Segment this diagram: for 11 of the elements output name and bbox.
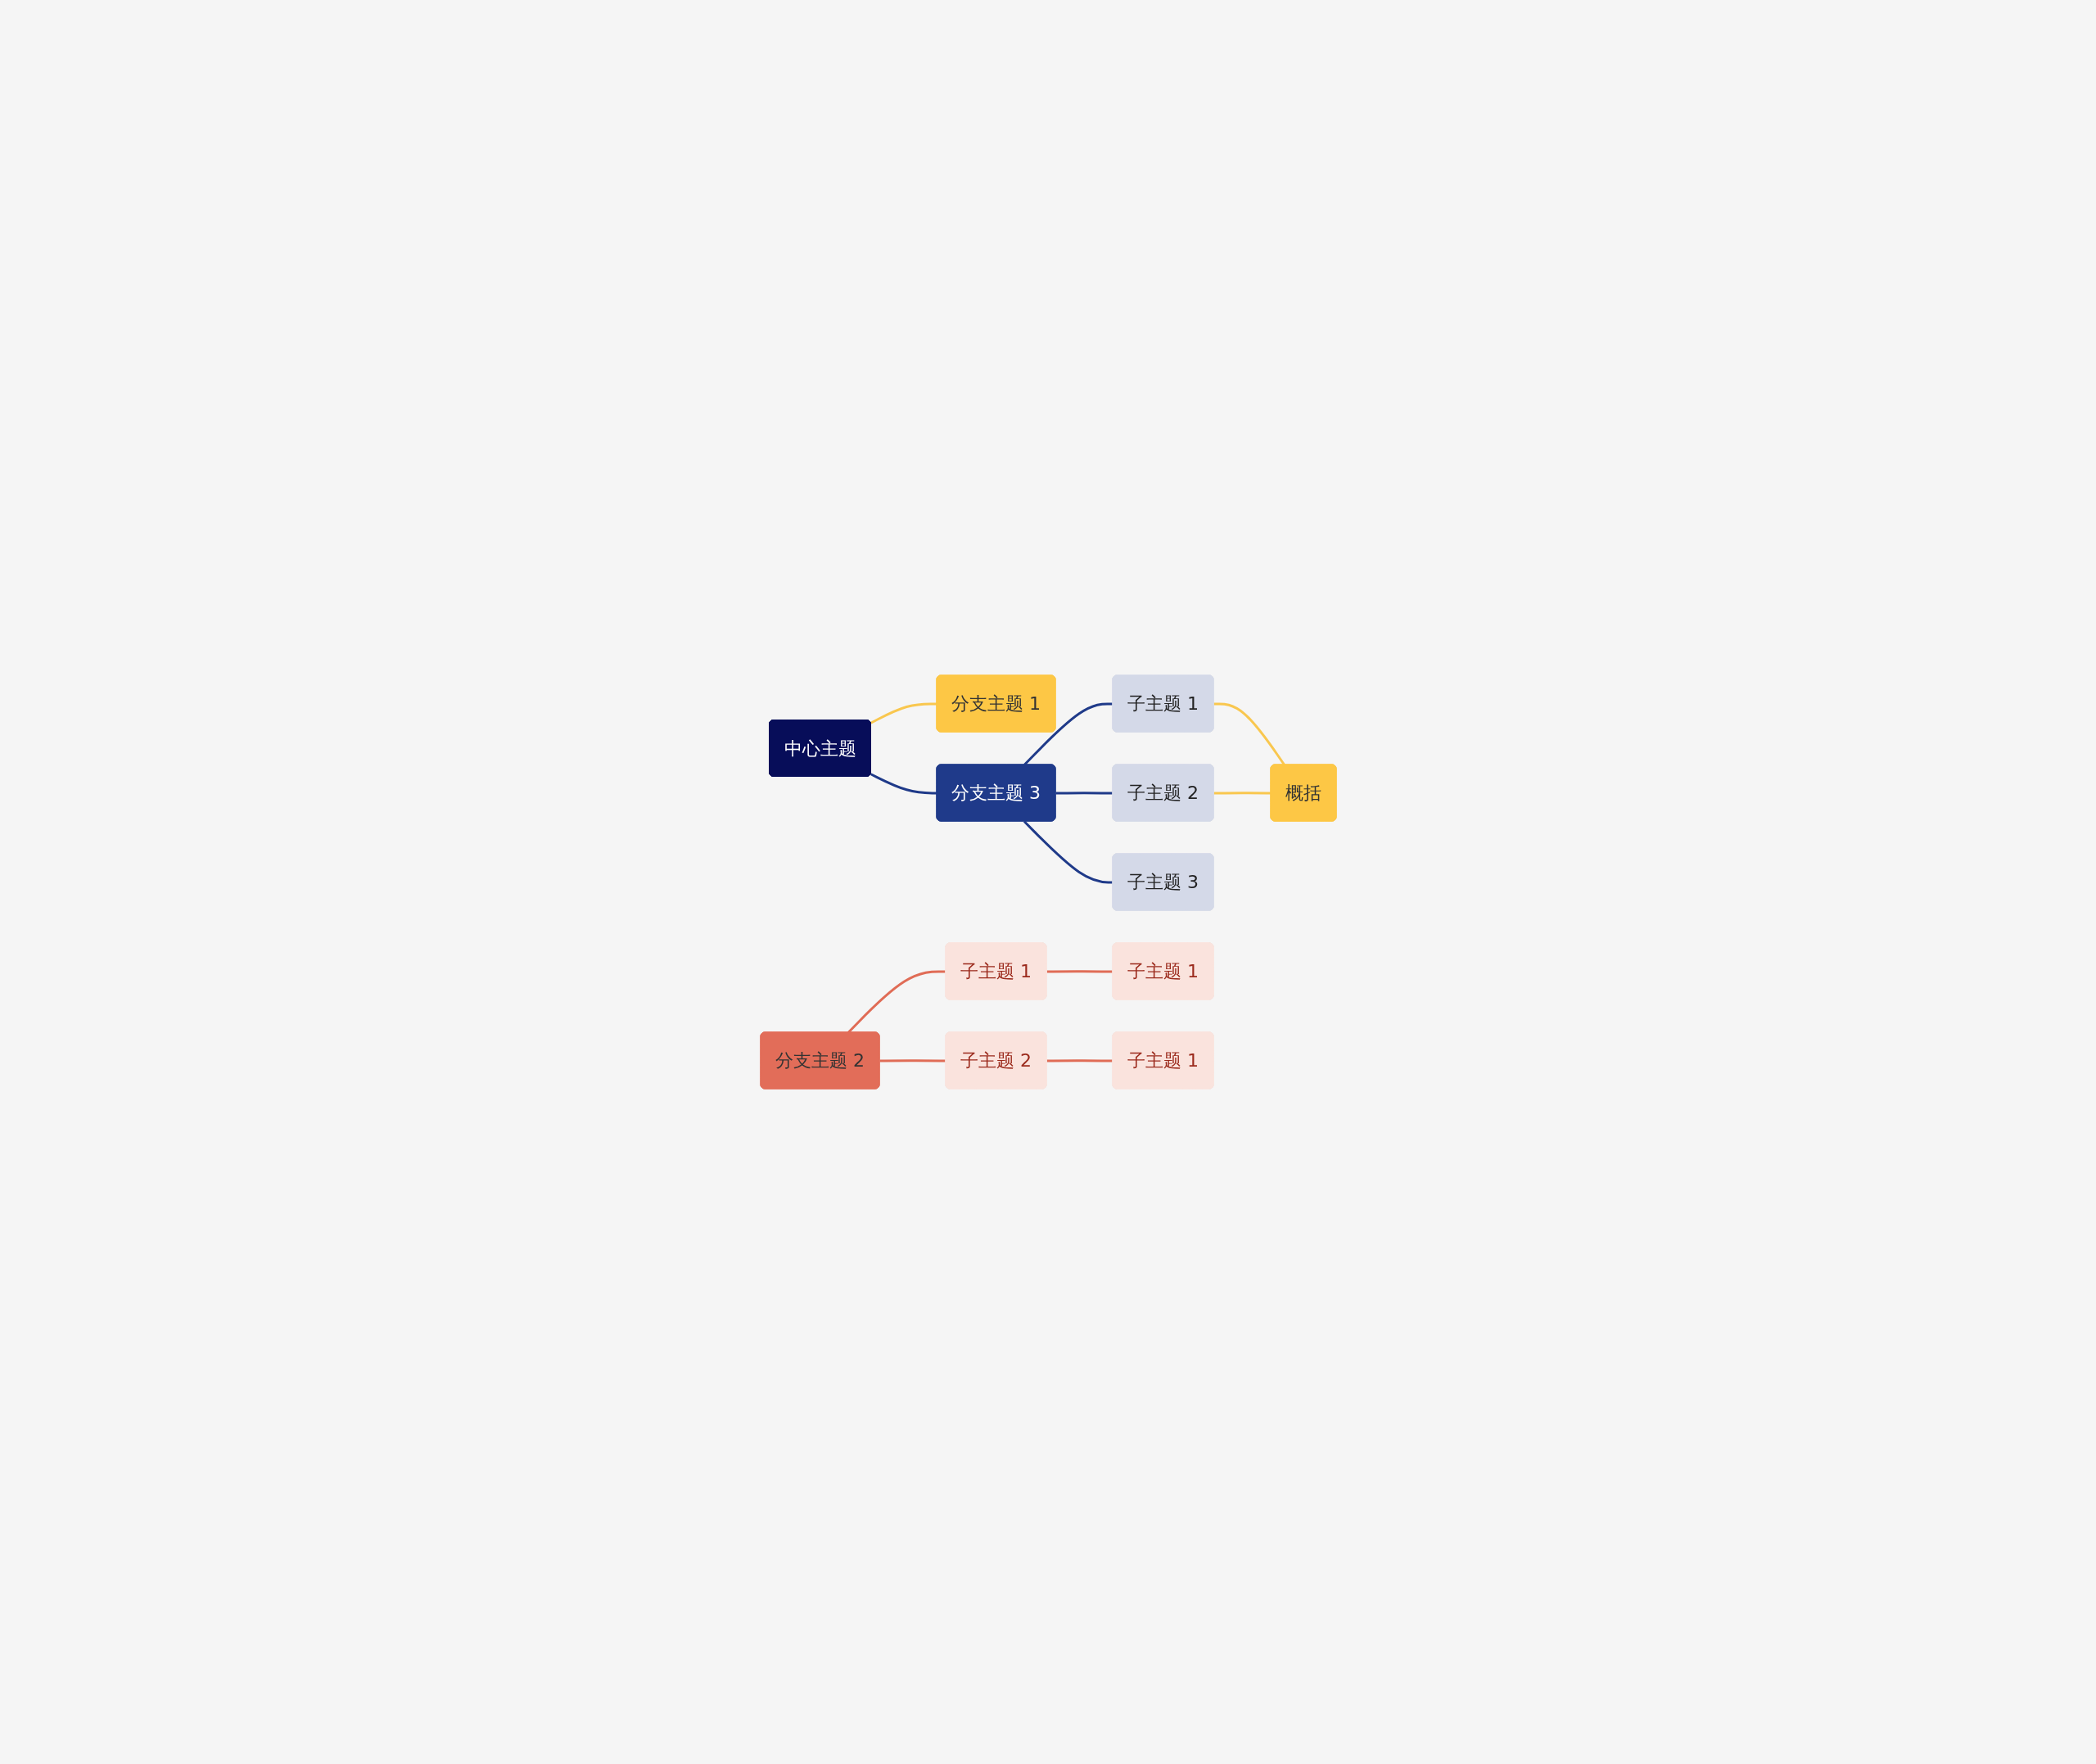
connector (879, 1059, 946, 1062)
connector (1046, 1059, 1114, 1062)
connector (1023, 702, 1114, 766)
connector (1055, 792, 1114, 795)
connector (1046, 970, 1114, 973)
connector (870, 773, 937, 795)
connector (1213, 792, 1272, 795)
connector (1213, 702, 1285, 766)
connector (847, 970, 946, 1034)
connector (1023, 820, 1114, 884)
connector (870, 702, 937, 724)
